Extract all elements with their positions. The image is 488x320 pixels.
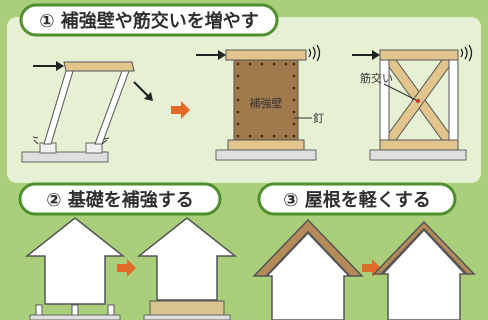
house-heavy-roof bbox=[252, 218, 364, 320]
house-light-roof bbox=[372, 220, 476, 320]
step-3-title: ③ 屋根を軽くする bbox=[257, 182, 457, 216]
frame-with-brace: 筋交い bbox=[360, 49, 467, 161]
brace-label: 筋交い bbox=[360, 71, 393, 85]
vibration-icon bbox=[308, 44, 321, 62]
arrow-right-icon bbox=[352, 50, 380, 60]
arrow-right-icon bbox=[33, 61, 64, 71]
house-after-foundation bbox=[136, 217, 238, 320]
frame-deformed bbox=[21, 61, 135, 163]
brace-leader-line bbox=[383, 83, 419, 102]
orange-arrow-icon bbox=[117, 259, 136, 277]
arrow-right-icon bbox=[196, 50, 226, 60]
nail-label: 釘 bbox=[313, 111, 324, 125]
step-3-label: ③ 屋根を軽くする bbox=[283, 189, 431, 211]
reinforcing-wall bbox=[233, 59, 299, 141]
sway-arrow-icon bbox=[133, 81, 153, 101]
step-1-title: ① 補強壁や筋交いを増やす bbox=[19, 3, 279, 37]
step-2-title: ② 基礎を補強する bbox=[18, 182, 222, 216]
step-2-label: ② 基礎を補強する bbox=[46, 189, 194, 211]
wall-label: 補強壁 bbox=[250, 96, 283, 110]
step-1-label: ① 補強壁や筋交いを増やす bbox=[39, 10, 259, 32]
frame-with-wall: 補強壁 釘 bbox=[215, 49, 324, 161]
house-before-foundation bbox=[24, 217, 126, 320]
orange-arrow-icon bbox=[171, 101, 190, 119]
vibration-icon bbox=[460, 44, 473, 62]
